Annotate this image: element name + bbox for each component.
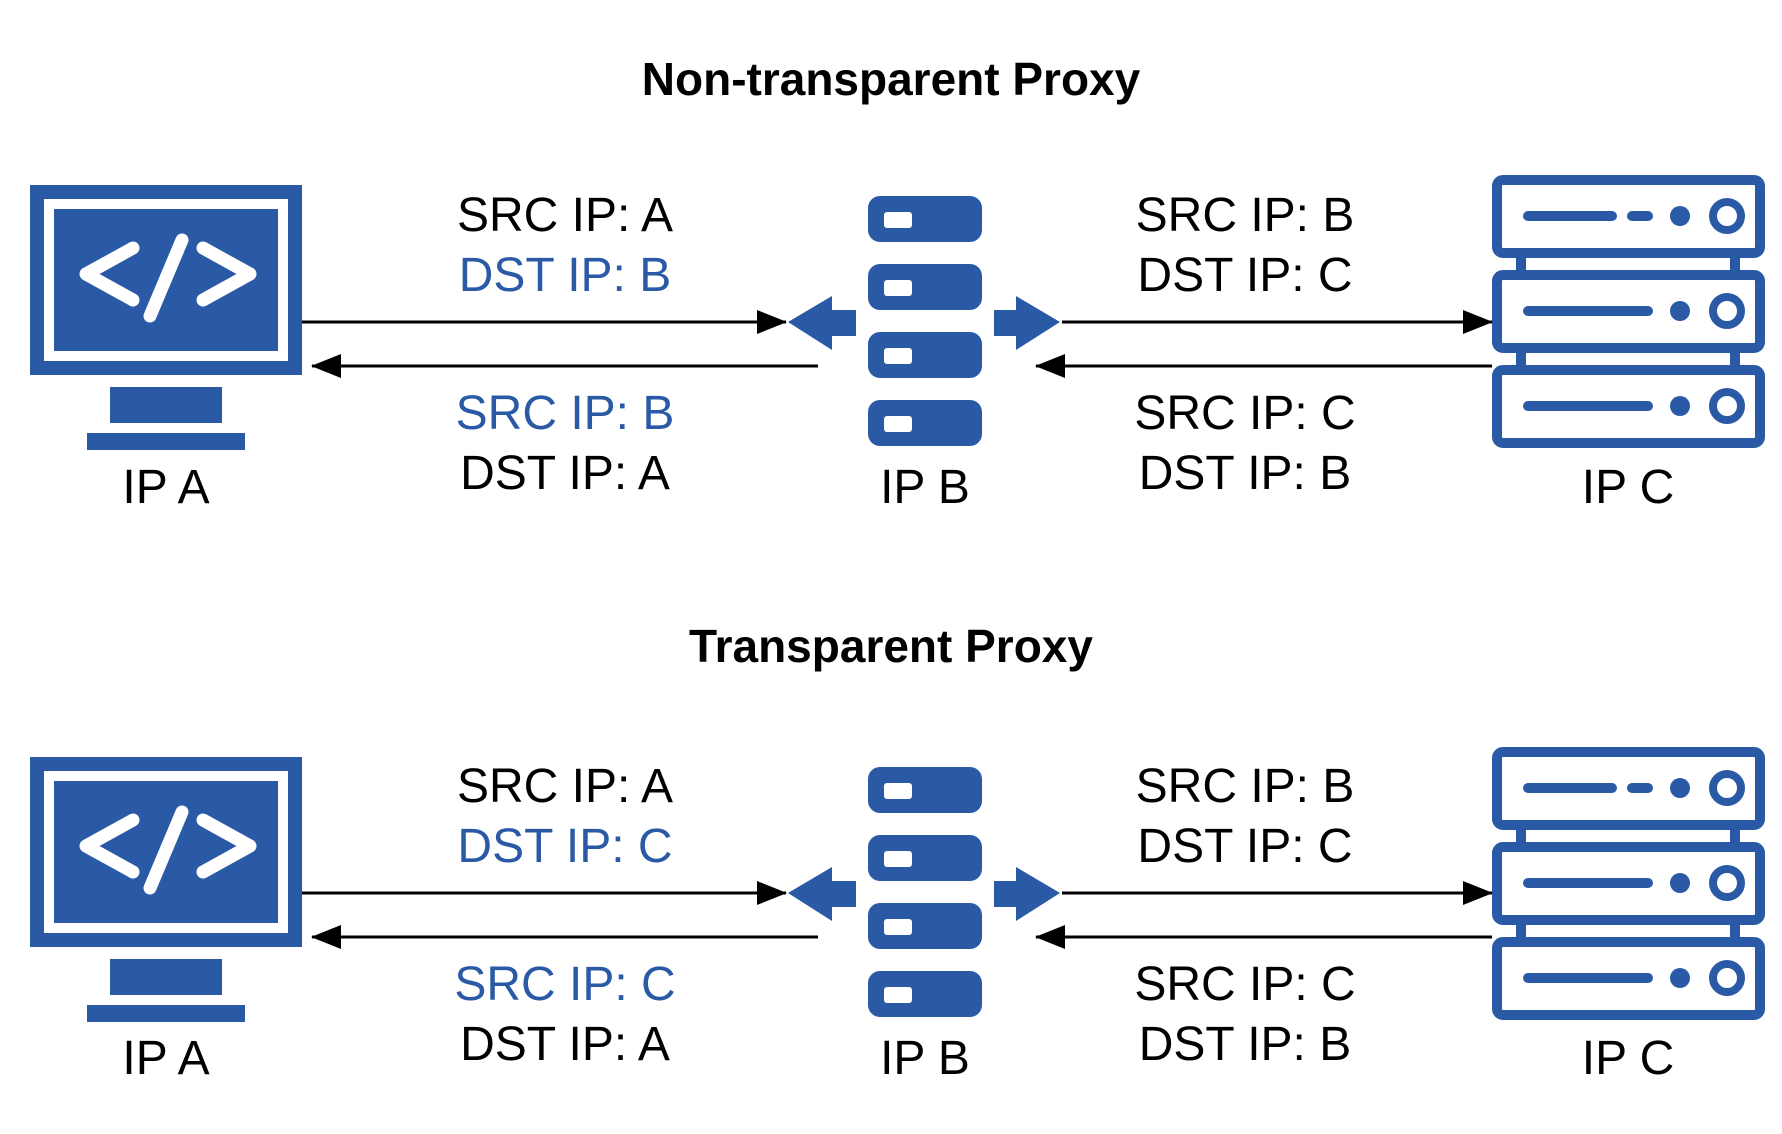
server-rack-icon: [1492, 175, 1765, 448]
panel-title: Transparent Proxy: [689, 620, 1093, 672]
left-response-src: SRC IP: B: [455, 387, 675, 440]
panel-title: Non-transparent Proxy: [641, 53, 1141, 105]
left-request-src: SRC IP: A: [456, 189, 674, 242]
left-request-dst: DST IP: B: [458, 249, 672, 302]
left-request-dst: DST IP: C: [457, 820, 673, 873]
proxy-server-icon: [788, 767, 1060, 1017]
right-request-src: SRC IP: B: [1135, 760, 1355, 813]
client-label: IP A: [122, 1032, 210, 1085]
right-response-src: SRC IP: C: [1134, 387, 1356, 440]
code-monitor-icon: [30, 185, 302, 450]
right-response-dst: DST IP: B: [1138, 447, 1352, 500]
left-response-dst: DST IP: A: [460, 1018, 670, 1071]
left-response-dst: DST IP: A: [460, 447, 670, 500]
server-rack-icon: [1492, 747, 1765, 1020]
server-label: IP C: [1581, 1032, 1675, 1085]
diagram-graphics: [30, 747, 1765, 1022]
code-monitor-icon: [30, 757, 302, 1022]
client-label: IP A: [122, 461, 210, 514]
server-label: IP C: [1581, 461, 1675, 514]
proxy-label: IP B: [880, 461, 970, 514]
right-response-src: SRC IP: C: [1134, 958, 1356, 1011]
transparent-proxy-panel: Transparent Proxy: [0, 567, 1782, 1134]
left-response-src: SRC IP: C: [454, 958, 676, 1011]
proxy-server-icon: [788, 196, 1060, 446]
left-request-src: SRC IP: A: [456, 760, 674, 813]
proxy-label: IP B: [880, 1032, 970, 1085]
diagram-graphics: [30, 175, 1765, 450]
non-transparent-proxy-panel: Non-transparent Proxy: [30, 53, 1765, 514]
right-request-dst: DST IP: C: [1137, 249, 1353, 302]
right-request-dst: DST IP: C: [1137, 820, 1353, 873]
right-response-dst: DST IP: B: [1138, 1018, 1352, 1071]
right-request-src: SRC IP: B: [1135, 189, 1355, 242]
